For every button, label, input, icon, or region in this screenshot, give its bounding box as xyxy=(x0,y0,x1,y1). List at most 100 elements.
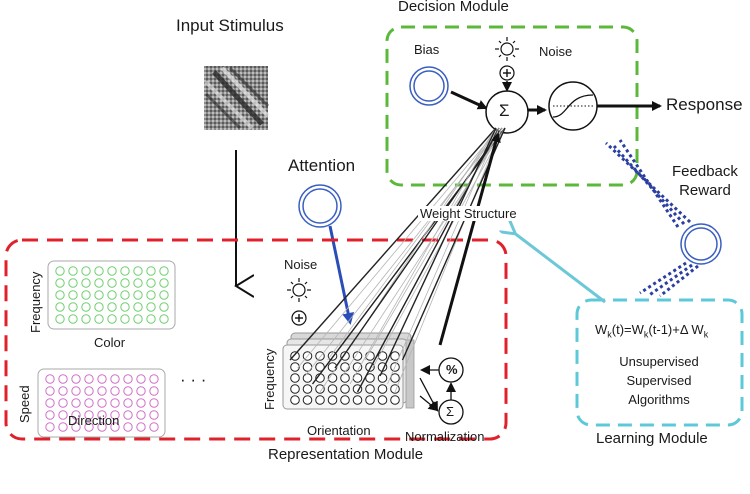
learning-module-box xyxy=(575,298,744,427)
grid-unit xyxy=(45,410,55,420)
learning-rule-mid: (t)=W xyxy=(611,322,644,337)
weight-structure-lines xyxy=(289,127,506,393)
feedback-dotted-lines xyxy=(604,139,699,298)
grid-unit xyxy=(315,384,325,394)
decision-noise-label: Noise xyxy=(539,44,573,59)
grid-unit xyxy=(327,395,338,405)
grid-unit xyxy=(58,374,68,384)
grid-unit xyxy=(136,422,146,432)
orientation-feature-panel xyxy=(282,332,415,410)
color-label: Color xyxy=(94,335,126,350)
grid-unit xyxy=(45,422,55,432)
learning-arrow xyxy=(513,232,606,304)
feedback-label-line2: Reward xyxy=(679,182,731,199)
algorithms-label: Algorithms xyxy=(628,392,690,407)
weight-line xyxy=(327,127,500,361)
normalization-label: Normalization xyxy=(405,429,485,444)
grid-unit xyxy=(133,314,143,324)
grid-unit xyxy=(149,422,159,432)
direction-label: Direction xyxy=(68,413,120,428)
grid-unit xyxy=(146,266,156,276)
grid-unit xyxy=(327,384,338,394)
supervised-label: Supervised xyxy=(626,373,692,388)
grid-unit xyxy=(107,290,117,300)
grid-unit xyxy=(120,290,130,300)
grid-unit xyxy=(340,373,350,383)
grid-unit xyxy=(71,374,81,384)
grid-unit xyxy=(107,278,117,288)
weight-line xyxy=(349,127,497,385)
attention-arrow xyxy=(328,225,355,325)
grid-unit xyxy=(55,314,65,324)
sun-icon xyxy=(495,37,519,61)
grid-unit xyxy=(352,351,363,361)
unsupervised-label: Unsupervised xyxy=(619,354,699,369)
grid-unit xyxy=(68,266,78,276)
grid-unit xyxy=(365,395,375,405)
grid-unit xyxy=(159,266,169,276)
grid-unit xyxy=(159,290,169,300)
bias-arrow xyxy=(450,90,488,110)
grid-unit xyxy=(81,314,91,324)
plus-circle-icon xyxy=(291,310,307,326)
grid-unit xyxy=(123,422,133,432)
grid-unit xyxy=(340,395,350,405)
grid-unit xyxy=(302,395,313,405)
grid-unit xyxy=(94,278,104,288)
grid-unit xyxy=(302,362,313,372)
grid-unit xyxy=(68,314,78,324)
grid-unit xyxy=(55,266,65,276)
grid-unit xyxy=(159,302,169,312)
feedback-neuron-icon xyxy=(680,223,722,265)
grid-unit xyxy=(149,398,159,408)
decision-module-title: Decision Module xyxy=(398,0,509,15)
representation-noise-label: Noise xyxy=(284,257,318,272)
learning-rule-k1: k xyxy=(607,329,612,340)
plus-circle-icon xyxy=(499,65,515,81)
learning-rule-w: W xyxy=(595,322,608,337)
grid-unit xyxy=(133,278,143,288)
grid-unit xyxy=(133,302,143,312)
decision-sum-node xyxy=(485,90,529,134)
grid-unit xyxy=(110,386,120,396)
grid-unit xyxy=(120,302,130,312)
grid-unit xyxy=(94,266,104,276)
learning-rule: Wk(t)=Wk(t-1)+Δ Wk xyxy=(595,322,708,340)
grid-unit xyxy=(97,386,107,396)
grid-unit xyxy=(377,395,388,405)
grid-unit xyxy=(45,398,55,408)
grid-unit xyxy=(390,373,400,383)
grid-unit xyxy=(149,374,159,384)
grid-unit xyxy=(58,386,68,396)
weight-line xyxy=(289,127,497,361)
grid-unit xyxy=(146,314,156,324)
grid-unit xyxy=(107,314,117,324)
grid-unit xyxy=(107,266,117,276)
grid-unit xyxy=(146,302,156,312)
grid-unit xyxy=(81,266,91,276)
grid-unit xyxy=(315,395,325,405)
weight-line xyxy=(342,127,506,377)
grid-unit xyxy=(133,266,143,276)
bias-neuron-icon xyxy=(409,66,449,106)
grid-unit xyxy=(136,410,146,420)
grid-unit xyxy=(146,290,156,300)
grid-unit xyxy=(84,386,94,396)
grid-unit xyxy=(71,386,81,396)
direction-feature-panel xyxy=(37,368,166,438)
normalization-sum-symbol: Σ xyxy=(446,404,455,419)
grid-unit xyxy=(81,302,91,312)
grid-unit xyxy=(110,374,120,384)
grid-unit xyxy=(136,374,146,384)
grid-unit xyxy=(315,362,325,372)
grid-unit xyxy=(377,373,388,383)
normalization-circuit xyxy=(419,357,464,425)
grid-unit xyxy=(123,398,133,408)
grid-unit xyxy=(120,314,130,324)
learning-rule-end: (t-1)+Δ W xyxy=(648,322,704,337)
grid-unit xyxy=(352,373,363,383)
grid-unit xyxy=(110,398,120,408)
grid-unit xyxy=(68,290,78,300)
grid-unit xyxy=(94,302,104,312)
